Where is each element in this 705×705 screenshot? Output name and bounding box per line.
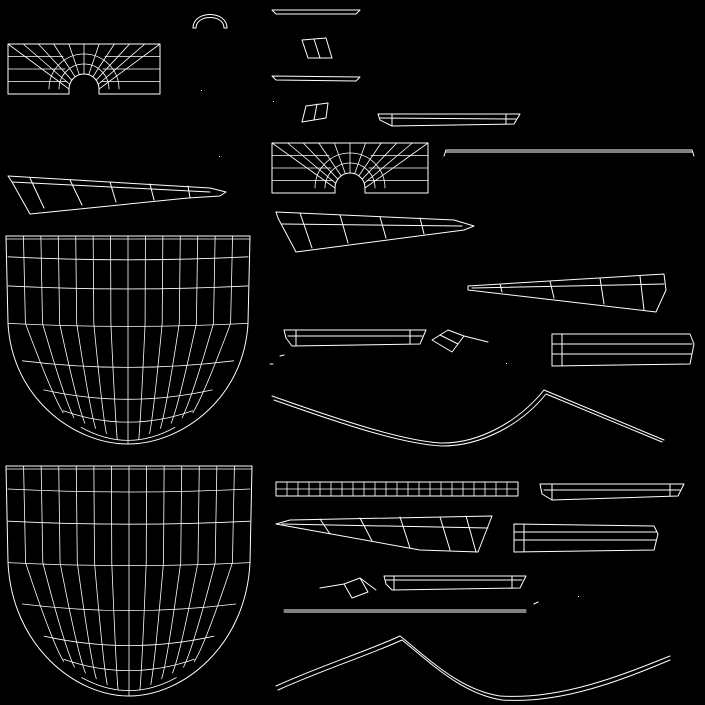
boat-strip-island-lower-right <box>539 483 685 501</box>
grid-band <box>21 360 235 368</box>
grid-line <box>172 465 200 674</box>
small-quad-island-4 <box>319 577 377 599</box>
grid-line <box>354 142 367 175</box>
grid-line <box>23 465 65 662</box>
grid-line <box>95 43 131 81</box>
grid-line <box>271 142 336 189</box>
grid-line <box>53 43 76 78</box>
boat-strip-island-top <box>377 113 521 127</box>
wing-strip-island-left <box>7 175 227 215</box>
long-rail-island-top <box>443 149 695 157</box>
grid-line <box>149 235 164 434</box>
grid-line <box>93 465 108 685</box>
grid-line <box>23 235 64 414</box>
grid-line <box>361 142 398 180</box>
grid-band <box>7 488 251 493</box>
grid-line <box>192 235 233 414</box>
handle-arc-island <box>192 14 228 29</box>
long-rail-island-lower <box>283 609 527 613</box>
grid-line <box>38 43 73 81</box>
grid-line <box>183 465 218 668</box>
rect-strip-island-right-2 <box>513 523 659 553</box>
boat-strip-island-middle <box>283 329 427 347</box>
small-quad-island-3 <box>431 329 489 353</box>
grid-band <box>62 410 194 423</box>
arch-panel-island-top-left <box>7 43 161 95</box>
wing-strip-island-lower <box>275 515 493 553</box>
grid-line <box>161 465 183 680</box>
arch-panel-island-middle <box>271 142 429 194</box>
grid-line <box>40 465 75 668</box>
small-quad-island-2 <box>301 102 329 123</box>
grid-line <box>97 43 146 85</box>
hull-panel-island-lower <box>5 465 253 697</box>
grid-arc <box>48 53 120 90</box>
grid-line <box>57 235 86 424</box>
grid-line <box>7 43 70 90</box>
grid-line <box>98 43 161 90</box>
grid-band <box>80 426 176 441</box>
grid-band <box>7 256 249 261</box>
grid-arc <box>324 162 376 189</box>
grid-line <box>22 43 71 85</box>
grid-line <box>333 142 346 175</box>
grid-band <box>21 603 237 611</box>
wing-strip-island-right <box>467 273 667 313</box>
grid-line <box>302 142 339 180</box>
grid-band <box>7 285 249 290</box>
grid-band <box>7 322 249 327</box>
thin-strip-island-top <box>271 9 361 15</box>
grid-band <box>81 677 177 691</box>
grid-line <box>139 465 147 691</box>
grid-band <box>43 635 215 646</box>
grid-arc <box>314 152 386 189</box>
grid-band <box>63 658 195 671</box>
thin-strip-island-2 <box>271 75 361 82</box>
grid-line <box>193 465 235 662</box>
grid-line <box>110 235 118 440</box>
grid-band <box>43 389 213 400</box>
grid-band <box>7 562 251 566</box>
grid-line <box>364 142 429 189</box>
grid-line <box>287 142 337 184</box>
grid-line <box>92 43 115 78</box>
grid-line <box>170 235 199 424</box>
grid-line <box>68 43 80 76</box>
grid-line <box>150 465 165 685</box>
rect-strip-island-right-1 <box>551 333 695 367</box>
grid-band <box>7 520 251 525</box>
grid-arc <box>58 63 110 90</box>
grid-line <box>363 142 413 184</box>
grid-line <box>88 43 100 76</box>
rect-strip-island-lower <box>275 481 519 497</box>
small-quad-island-1 <box>301 37 333 59</box>
wing-strip-island-center <box>275 211 475 253</box>
grid-line <box>160 235 181 429</box>
grid-line <box>40 235 75 419</box>
grid-line <box>75 235 96 429</box>
curved-keel-island-upper <box>271 389 665 447</box>
grid-line <box>75 465 97 680</box>
grid-line <box>138 235 146 440</box>
grid-line <box>58 465 86 674</box>
stray-vertex-marks <box>201 90 579 605</box>
grid-line <box>111 465 119 691</box>
grid-line <box>181 235 216 419</box>
hull-panel-island-upper <box>5 235 251 445</box>
boat-strip-island-lower <box>383 575 527 591</box>
curved-keel-island-lower <box>275 635 671 701</box>
grid-line <box>92 235 107 434</box>
